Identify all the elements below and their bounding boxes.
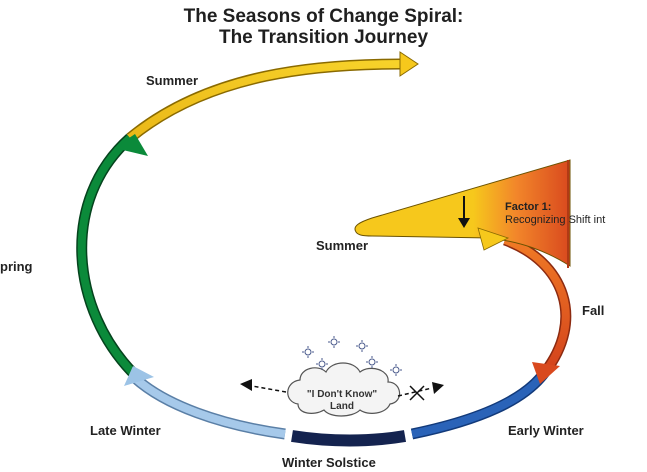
factor-wedge [354, 159, 571, 267]
cloud-label: "I Don't Know" Land [282, 389, 402, 413]
spring-arrowhead [114, 134, 148, 156]
label-winter-solstice: Winter Solstice [282, 455, 376, 470]
label-late-winter: Late Winter [90, 423, 161, 438]
diagram-title-line1: The Seasons of Change Spiral: [183, 6, 464, 27]
diagram-title-line2: The Transition Journey [218, 27, 429, 48]
cloud-label-line1: "I Don't Know" [306, 389, 378, 400]
fall-arrowhead [532, 362, 560, 384]
late-winter-arrowhead [124, 366, 154, 386]
sparkle-icon [302, 336, 402, 376]
winter-solstice-arc [291, 430, 407, 447]
factor-title: Factor 1: [505, 201, 552, 213]
cloud-label-line2: Land [330, 401, 354, 412]
arrow-down-icon [458, 196, 470, 228]
label-fall: Fall [582, 303, 605, 318]
blocked-arrow-right-icon [397, 382, 444, 401]
label-summer-inner: Summer [316, 238, 369, 253]
summer-arrowhead [399, 51, 419, 77]
cloud-icon [287, 362, 401, 417]
label-spring: pring [0, 259, 33, 274]
label-early-winter: Early Winter [508, 423, 584, 438]
label-summer-top: Summer [146, 73, 199, 88]
dashed-arrow-left-icon [240, 379, 287, 393]
summer-inner-arrowhead [477, 227, 510, 251]
factor-subtitle: Recognizing Shift int [505, 214, 606, 226]
